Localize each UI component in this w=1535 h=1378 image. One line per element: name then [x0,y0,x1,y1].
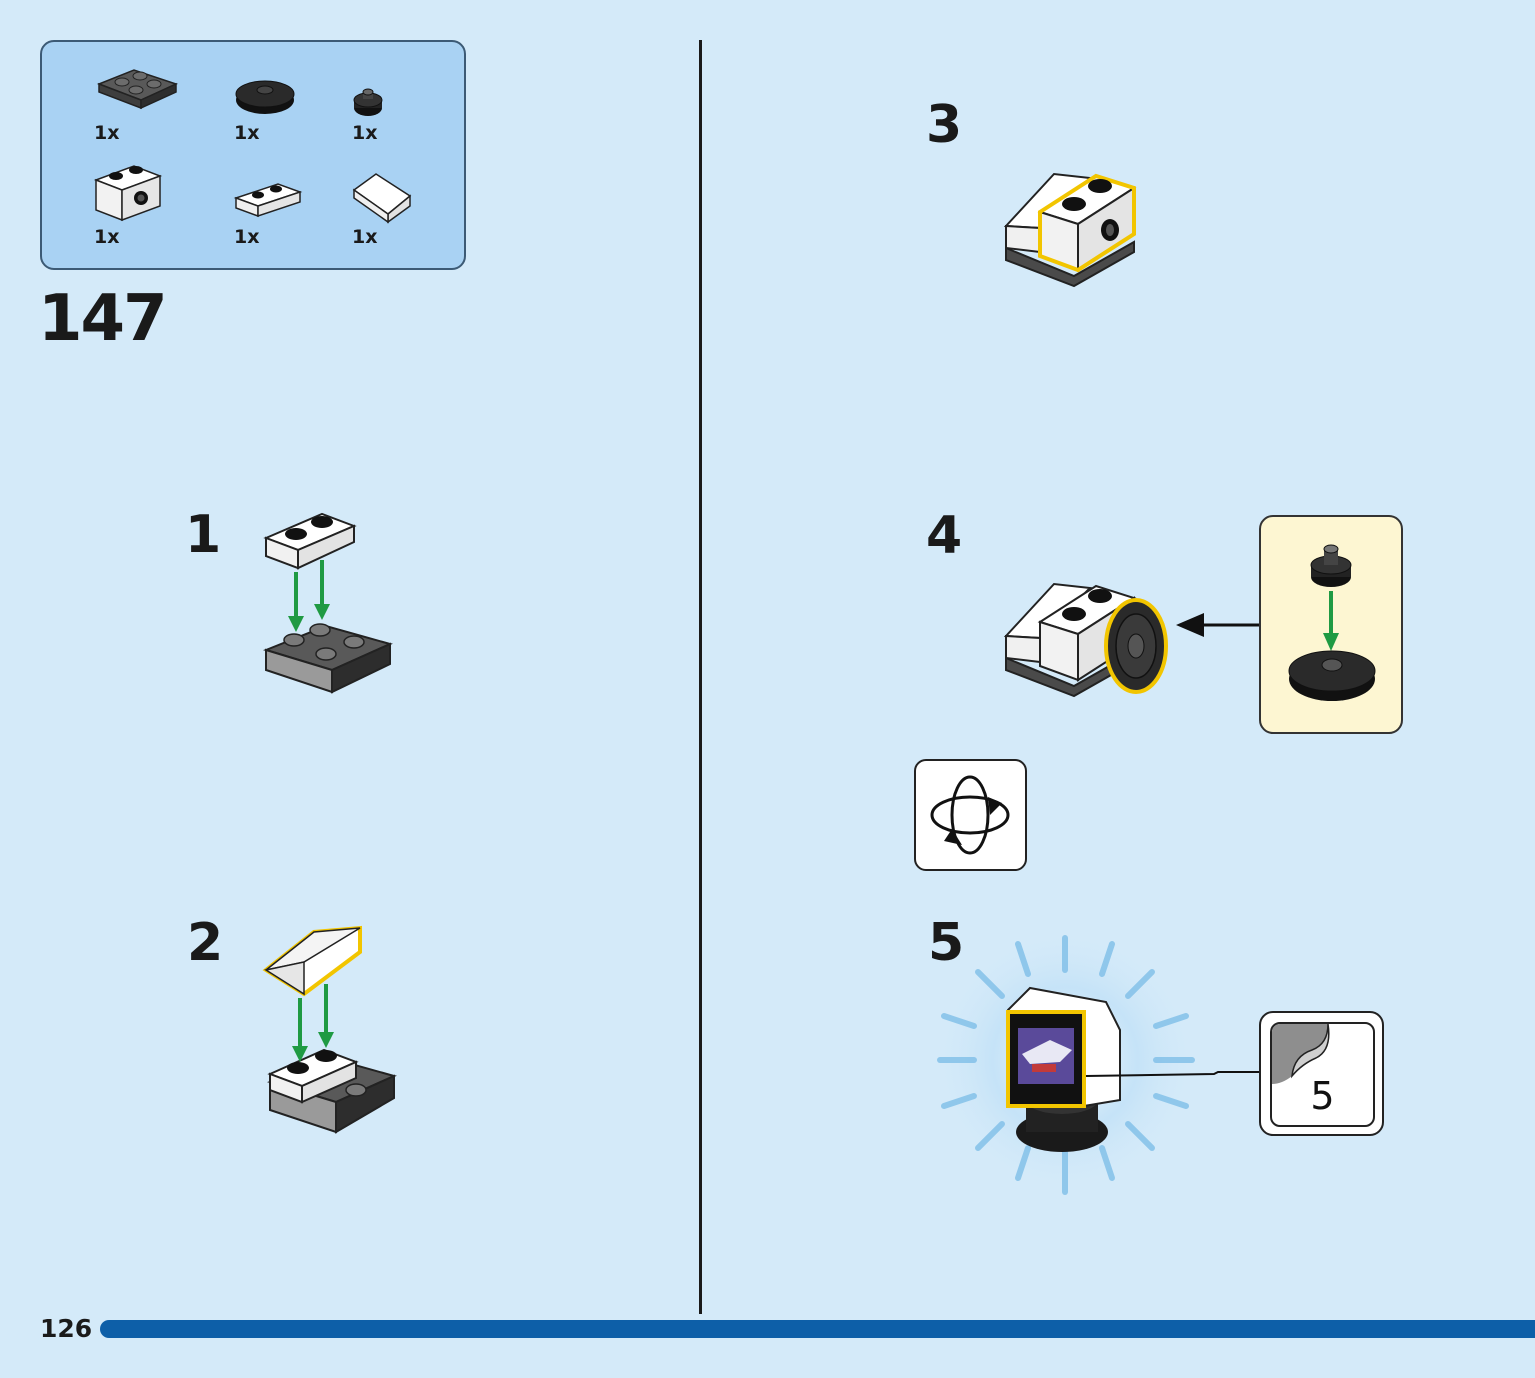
plate-1x2-white-icon [233,183,303,218]
step-4-illustration [1003,582,1168,698]
sticker-number: 5 [1310,1074,1335,1118]
brick-1x2-technic-white-icon [93,165,163,222]
step-3-illustration [1003,172,1137,288]
page-number: 126 [40,1314,93,1343]
sticker-leader-line [1085,1071,1262,1077]
page-progress-bar [100,1320,1535,1338]
page-curl-icon [1272,1024,1330,1084]
column-divider [699,40,702,1314]
round-plate-small-black-icon [353,88,383,116]
subassembly-callout [1259,515,1403,734]
sub-step-number: 3 [926,95,963,155]
sub-step-number: 2 [187,913,224,973]
rotate-model-icon [914,759,1027,871]
sub-step-number: 5 [928,913,965,973]
plate-2x2-dark-gray-icon [96,69,179,110]
parts-qty: 1x [352,226,378,248]
arrow-down-icon [1323,591,1339,651]
sticker-icon: 5 [1259,1011,1384,1136]
parts-qty: 1x [94,226,120,248]
parts-qty: 1x [234,226,260,248]
parts-qty: 1x [234,122,260,144]
parts-qty: 1x [94,122,120,144]
arrow-left-icon [1176,613,1260,637]
round-tile-black-icon [1288,650,1376,701]
sticker-sheet: 5 [1270,1022,1375,1127]
step-2-illustration [262,925,397,1134]
parts-qty: 1x [352,122,378,144]
main-step-number: 147 [38,282,168,356]
sub-step-number: 4 [926,506,963,566]
round-tile-black-icon [235,80,295,114]
slope-white-icon [352,173,412,224]
sub-step-number: 1 [185,505,222,565]
parts-list-box: 1x 1x 1x 1x 1x 1x [40,40,466,270]
step-1-illustration [262,512,393,694]
round-plate-small-black-icon [1310,544,1352,587]
step-5-illustration [933,928,1197,1195]
